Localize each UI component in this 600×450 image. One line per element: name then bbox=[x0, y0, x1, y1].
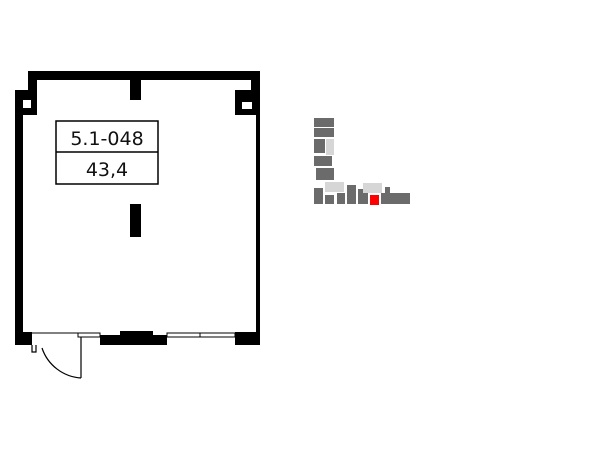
unit-area: 43,4 bbox=[86, 159, 128, 181]
building-key-plan bbox=[314, 118, 410, 205]
unit-number: 5.1-048 bbox=[70, 128, 143, 150]
walls bbox=[15, 71, 260, 345]
column-right bbox=[242, 102, 252, 109]
highlighted-unit-marker bbox=[370, 195, 379, 205]
column-left bbox=[23, 100, 31, 108]
windows bbox=[32, 332, 236, 338]
door bbox=[31, 337, 82, 379]
unit-label: 5.1-048 43,4 bbox=[55, 120, 159, 185]
